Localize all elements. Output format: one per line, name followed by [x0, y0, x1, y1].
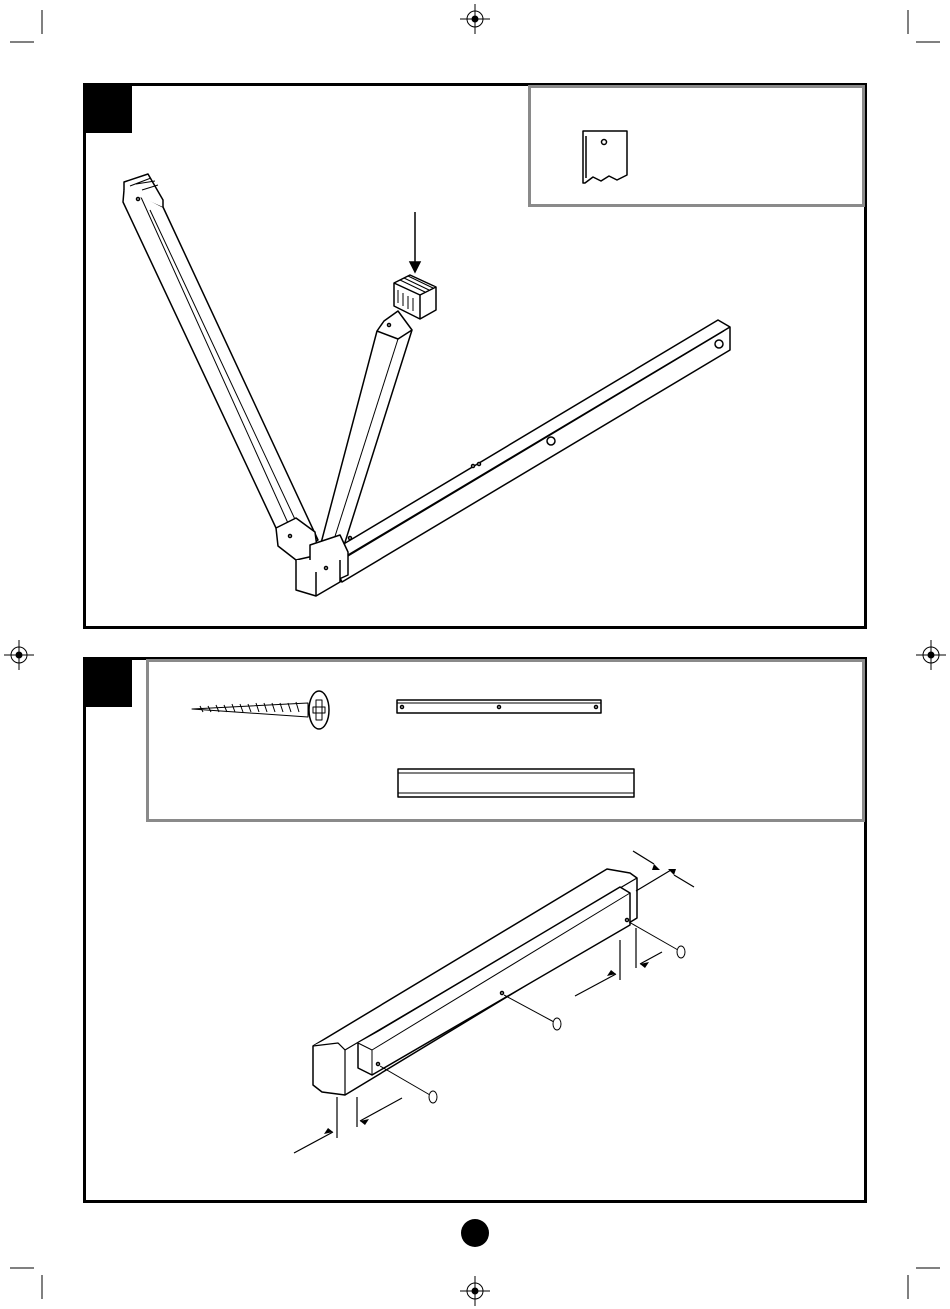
assembled-board — [313, 869, 637, 1095]
page-number-badge — [461, 1219, 489, 1247]
wood-screw-part-icon — [192, 691, 329, 729]
screw-icon — [504, 995, 561, 1030]
wood-board-part-icon — [398, 769, 634, 797]
screw-icon — [629, 922, 685, 958]
metal-strap-part-icon — [397, 700, 601, 713]
screw-icon — [380, 1066, 437, 1103]
